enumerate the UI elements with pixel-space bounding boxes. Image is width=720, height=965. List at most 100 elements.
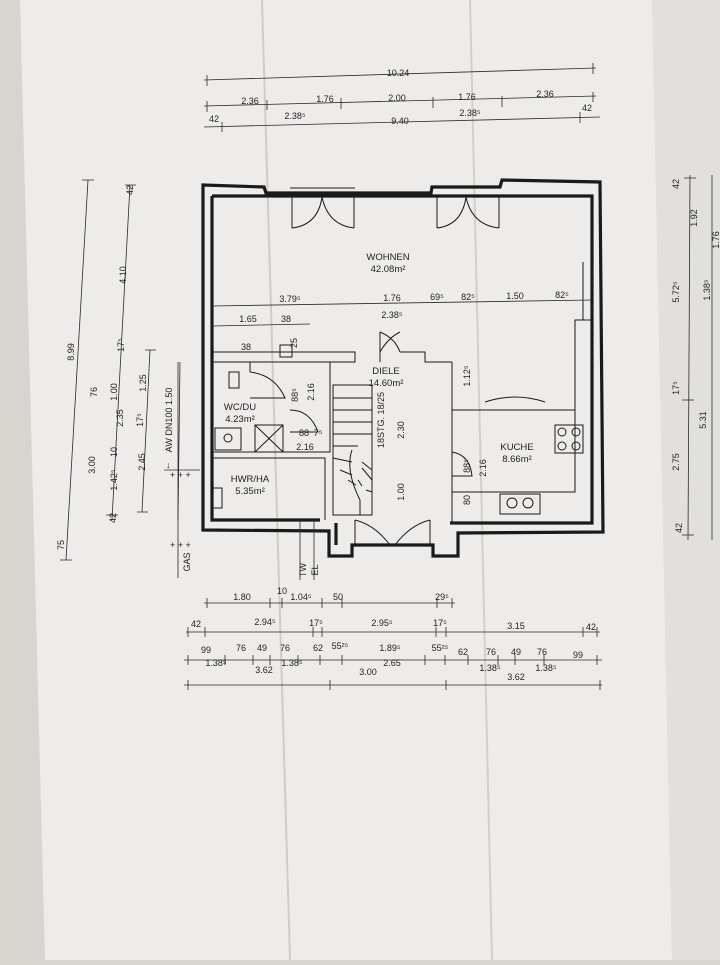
- dim-inner: 88⁵: [462, 459, 472, 473]
- dim-left: 1.00: [109, 383, 119, 401]
- dim-bottom-row3: 76: [280, 643, 290, 653]
- room-area-wohnen: 42.08m²: [371, 264, 406, 275]
- dim-bottom-row3: 99: [573, 650, 583, 660]
- dim-bottom-row3: 1.89⁵: [379, 643, 401, 653]
- dim-inner: 2.16: [478, 459, 488, 477]
- dim-bottom-row2: 2.95⁵: [371, 618, 393, 628]
- dim-inner: 1.50: [506, 291, 524, 301]
- paper-sheet: [20, 0, 672, 960]
- dim-bottom-row3: 55²⁵: [432, 643, 449, 653]
- dim-inner: 82⁵: [461, 292, 475, 302]
- dim-top-row2: 1.76: [458, 92, 476, 102]
- dim-top-row2: 2.00: [388, 93, 406, 103]
- dim-inner: 2.38⁵: [381, 310, 403, 320]
- dim-bottom-row2: 17⁵: [309, 618, 323, 628]
- dim-inner: 25: [289, 338, 299, 348]
- svg-text:↓: ↓: [166, 460, 171, 470]
- dim-right: 5.31: [698, 411, 708, 429]
- dim-bottom-row3: 76: [486, 647, 496, 657]
- dim-inner: 7⁵: [314, 428, 323, 438]
- dim-bottom-row1: 1.80: [233, 592, 251, 602]
- dim-bottom-row2: 3.15: [507, 621, 525, 631]
- dim-left: 42: [108, 513, 118, 523]
- dim-bottom-row1: 1.04⁵: [290, 592, 312, 602]
- dim-bottom-row2: 17⁵: [433, 618, 447, 628]
- dim-inner: 1.12⁵: [462, 365, 472, 387]
- svg-text:+ + +: + + +: [170, 540, 191, 550]
- dim-inner: 2.16: [306, 383, 316, 401]
- dim-top-row3: 2.38⁵: [459, 108, 481, 118]
- stair-label: 18STG. 18/25: [376, 392, 386, 448]
- dim-left: 8.99: [66, 343, 76, 361]
- room-area-diele: 14.60m²: [369, 378, 404, 389]
- dim-left: 3.00: [87, 456, 97, 474]
- dim-inner: 1.00: [396, 483, 406, 501]
- dim-left: 42: [125, 185, 135, 195]
- dim-inner: 38: [281, 314, 291, 324]
- room-name-wohnen: WOHNEN: [366, 252, 409, 263]
- room-name-diele: DIELE: [372, 366, 399, 377]
- gas-label: GAS: [182, 552, 192, 571]
- dim-top-row2: 2.36: [536, 89, 554, 99]
- dim-bottom-row4: 1.38⁵: [535, 663, 557, 673]
- dim-top-row3: 9.40: [391, 116, 409, 126]
- dim-top-row3: 2.38⁵: [284, 111, 306, 121]
- dim-left: 17⁵: [135, 413, 145, 427]
- dim-top-total: 10.24: [387, 68, 410, 78]
- dim-inner: 1.65: [239, 314, 257, 324]
- dim-top-row3: 42: [582, 103, 592, 113]
- dim-bottom-row5: 3.00: [359, 667, 377, 677]
- dim-bottom-row3: 76: [537, 647, 547, 657]
- dim-inner: 88: [299, 428, 309, 438]
- room-name-wcdu: WC/DU: [224, 402, 256, 413]
- dim-bottom-row3: 99: [201, 645, 211, 655]
- dim-bottom-row3: 62: [458, 647, 468, 657]
- dim-left: 4.10: [118, 266, 128, 284]
- room-name-kuche: KUCHE: [500, 442, 533, 453]
- dim-bottom-row4: 2.65: [383, 658, 401, 668]
- dim-right: 2.75: [671, 453, 681, 471]
- dim-bottom-row3: 55²⁵: [332, 641, 349, 651]
- dim-inner: 2.30: [396, 421, 406, 439]
- dim-right: 17⁵: [671, 381, 681, 395]
- dim-top-row3: 42: [209, 114, 219, 124]
- dim-right: 42: [671, 179, 681, 189]
- dim-left: 76: [89, 387, 99, 397]
- dim-inner: 1.76: [383, 293, 401, 303]
- dim-inner: 80: [462, 495, 472, 505]
- svg-text:+ + +: + + +: [170, 470, 191, 480]
- dim-inner: 88⁵: [290, 388, 300, 402]
- dim-bottom-row4: 1.38⁵: [479, 663, 501, 673]
- dim-bottom-row2: 2.94⁵: [254, 617, 276, 627]
- dim-left: 2.35: [115, 409, 125, 427]
- dim-bottom-row3: 49: [257, 643, 267, 653]
- dim-left: 10: [109, 447, 119, 457]
- aw-label: AW DN100 1.50: [164, 388, 174, 453]
- dim-right: 1.92: [689, 209, 699, 227]
- dim-right: 1.38⁵: [702, 279, 712, 301]
- tw-label: TW: [298, 563, 308, 577]
- fixtures: [211, 196, 584, 546]
- walls: [201, 178, 605, 558]
- dim-bottom-row1: 10: [277, 586, 287, 596]
- dim-inner: 82⁵: [555, 290, 569, 300]
- dim-bottom-row5: 3.62: [255, 665, 273, 675]
- dim-inner: 69⁵: [430, 292, 444, 302]
- dim-top-row2: 2.36: [241, 96, 259, 106]
- dim-right: 5.72⁵: [671, 281, 681, 303]
- dim-right: 1.76: [711, 231, 720, 249]
- dim-top-row2: 1.76: [316, 94, 334, 104]
- service-markers: + + + + + + ↓: [166, 460, 191, 550]
- dim-bottom-row4: 1.38⁵: [281, 658, 303, 668]
- el-label: EL: [310, 564, 320, 575]
- dim-left: 75: [56, 540, 66, 550]
- dim-bottom-row3: 62: [313, 643, 323, 653]
- dimension-lines: [60, 63, 713, 690]
- dim-left: 2.45: [137, 453, 147, 471]
- dim-bottom-row3: 49: [511, 647, 521, 657]
- dim-bottom-row3: 76: [236, 643, 246, 653]
- dim-inner: 38: [241, 342, 251, 352]
- dim-left: 17⁵: [116, 338, 126, 352]
